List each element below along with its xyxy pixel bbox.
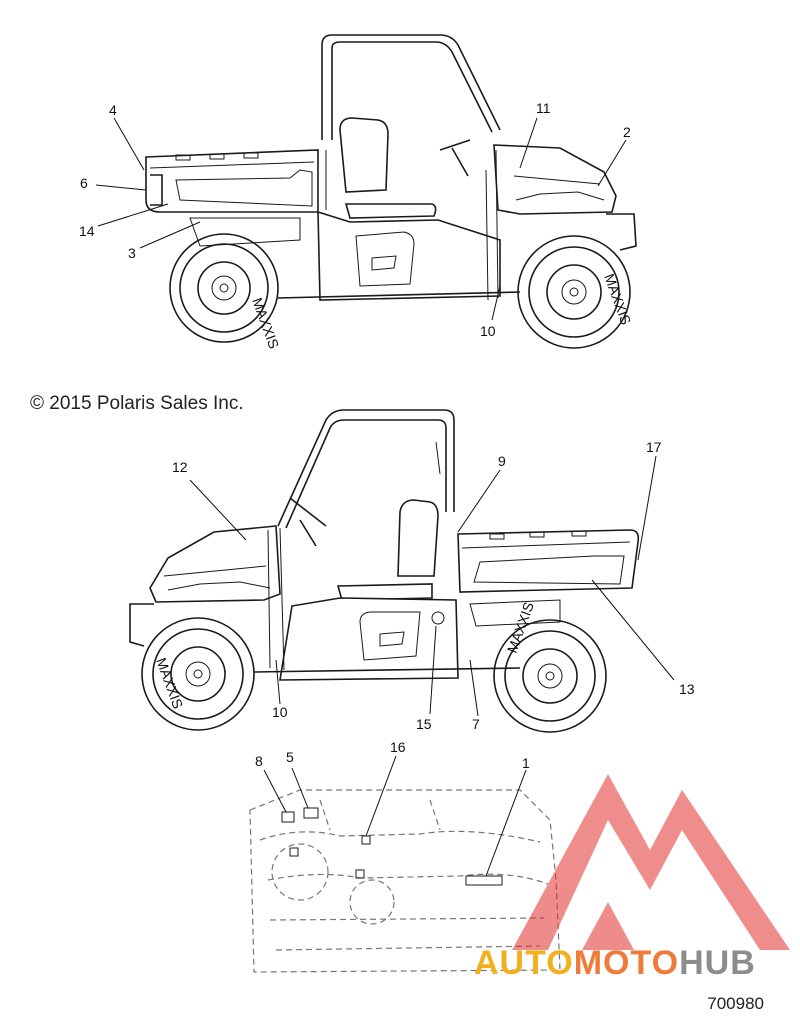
tire-brand-text: MAXXIS	[504, 600, 537, 655]
callout-3: 3	[128, 245, 136, 261]
watermark-brand-part1: AUTO	[474, 944, 574, 982]
decal-1-mark	[465, 875, 503, 886]
callout-6: 6	[80, 175, 88, 191]
callout-17: 17	[646, 439, 662, 455]
callout-10-top: 10	[480, 323, 496, 339]
bottom-leaders	[189, 455, 675, 717]
top-callouts: 4 6 14 3 11 2 10	[79, 100, 631, 339]
watermark-logo	[512, 774, 790, 950]
vehicle-side-view-right: MAXXIS MAXXIS	[145, 34, 637, 351]
callout-5: 5	[286, 749, 294, 765]
decal-mark	[355, 869, 365, 879]
tire-brand-text: MAXXIS	[153, 656, 186, 711]
copyright-text: © 2015 Polaris Sales Inc.	[30, 393, 244, 414]
callout-12: 12	[172, 459, 188, 475]
decal-16-mark	[361, 835, 371, 845]
callout-11: 11	[536, 100, 551, 116]
callout-16: 16	[390, 739, 406, 755]
dashboard-phantom-view	[249, 789, 561, 973]
decal-mark	[289, 847, 299, 857]
decal-5-mark	[303, 807, 319, 819]
callout-1: 1	[522, 755, 530, 771]
callout-13: 13	[679, 681, 695, 697]
callout-14: 14	[79, 223, 95, 239]
callout-8: 8	[255, 753, 263, 769]
dashboard-leaders	[263, 755, 527, 877]
callout-10-bottom: 10	[272, 704, 288, 720]
callout-15: 15	[416, 716, 432, 732]
watermark-brand: AUTOMOTOHUB	[474, 944, 756, 983]
decal-8-mark	[281, 811, 295, 823]
tire-brand-text: MAXXIS	[249, 296, 282, 351]
callout-7: 7	[472, 716, 480, 732]
callout-9: 9	[498, 453, 506, 469]
callout-2: 2	[623, 124, 631, 140]
vehicle-side-view-left: MAXXIS MAXXIS	[129, 409, 640, 733]
top-leaders	[95, 117, 627, 321]
part-number: 700980	[707, 994, 764, 1013]
callout-4: 4	[109, 102, 117, 118]
watermark-brand-part2: MOTO	[573, 944, 680, 982]
watermark-brand-part3: HUB	[679, 944, 756, 982]
dashboard-callouts: 8 5 16 1	[255, 739, 530, 771]
bottom-callouts: 12 9 17 13 10 15 7	[172, 439, 695, 732]
